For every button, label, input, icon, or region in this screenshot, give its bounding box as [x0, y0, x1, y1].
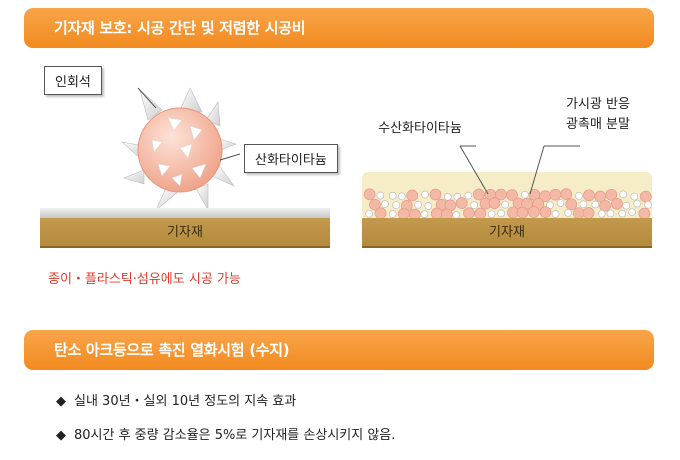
applicable-materials-note: 종이・플라스틱·섬유에도 시공 가능: [48, 272, 241, 287]
result-bullet: ◆ 실내 30년・실외 10년 정도의 지속 효과: [56, 390, 296, 409]
photocatalyst-particle: [605, 188, 618, 201]
titanium-hydroxide-particle: [556, 199, 565, 207]
section-banner-coating: 기자재 보호: 시공 간단 및 저렴한 시공비: [24, 8, 654, 48]
titanium-hydroxide-particle: [520, 190, 529, 199]
titanium-hydroxide-particle: [424, 202, 433, 210]
photocatalyst-particle: [516, 206, 529, 219]
titanium-hydroxide-particle: [497, 209, 505, 218]
titanium-hydroxide-particle: [644, 200, 652, 209]
titanium-hydroxide-particle: [414, 200, 422, 209]
surface-layer: [40, 208, 330, 218]
photocatalyst-particle: [611, 197, 623, 210]
callout-apatite: 인회석: [44, 66, 102, 95]
photocatalyst-particle: [560, 188, 573, 200]
titanium-hydroxide-particle: [575, 192, 583, 200]
titanium-hydroxide-particle: [398, 192, 406, 201]
photocatalyst-particle: [363, 188, 376, 201]
titanium-hydroxide-particle: [443, 193, 452, 201]
titanium-hydroxide-particle: [501, 200, 509, 209]
coating-diagram-layer: 수산화타이타늄 가시광 반응 광촉매 분말 기자재: [360, 60, 654, 260]
titanium-hydroxide-particle: [597, 209, 606, 218]
titanium-hydroxide-particle: [618, 209, 627, 218]
titanium-hydroxide-particle: [376, 191, 385, 200]
section-banner-test: 탄소 아크등으로 촉진 열화시험 (수지): [24, 330, 654, 370]
titanium-hydroxide-particle: [564, 209, 573, 217]
photocatalyst-particle: [369, 198, 381, 211]
callout-titanium-oxide: 산화타이타늄: [244, 144, 338, 173]
titanium-hydroxide-particle: [464, 191, 473, 200]
titanium-hydroxide-particle: [633, 199, 642, 208]
photocatalyst-particle: [582, 207, 595, 219]
photocatalyst-particle: [506, 189, 518, 201]
leader-line: [219, 153, 241, 161]
titanium-hydroxide-particle: [381, 200, 389, 208]
leader-line: [137, 87, 157, 109]
surface-flakes: [151, 117, 207, 187]
particle-illustration: [121, 87, 241, 211]
substrate-right: 기자재: [362, 218, 652, 248]
titanium-hydroxide-particle: [470, 201, 478, 209]
titanium-hydroxide-particle: [591, 200, 600, 209]
label-photocatalyst-line1: 가시광 반응: [566, 97, 630, 112]
titanium-hydroxide-particle: [579, 200, 588, 209]
result-bullet: ◆ 80시간 후 중량 감소율은 5%로 기자재를 손상시키지 않음.: [56, 424, 395, 443]
titanium-hydroxide-particle: [388, 210, 397, 218]
titanium-hydroxide-particle: [622, 201, 631, 210]
leader-line: [529, 145, 545, 195]
titanium-hydroxide-particle: [392, 201, 401, 209]
photocatalyst-particle: [429, 188, 442, 201]
photocatalyst-particle: [539, 206, 552, 218]
photocatalyst-particle: [599, 199, 611, 212]
titanium-hydroxide-particle: [619, 190, 628, 199]
titanium-hydroxide-particle: [606, 209, 615, 218]
diamond-bullet-icon: ◆: [56, 394, 66, 409]
titanium-hydroxide-particle: [421, 190, 429, 199]
photocatalyst-particle: [565, 198, 578, 211]
photocatalyst-particle: [455, 197, 468, 209]
diamond-bullet-icon: ◆: [56, 428, 66, 443]
particle-layer-illustration: [362, 145, 652, 221]
spike: [123, 169, 145, 185]
coating-diagram-particle: 인회석 산화타이타늄 기자재: [40, 60, 338, 260]
titanium-hydroxide-particle: [365, 209, 373, 218]
titanium-hydroxide-particle: [487, 210, 496, 219]
section-title: 탄소 아크등으로 촉진 열화시험 (수지): [54, 341, 290, 359]
section-title: 기자재 보호: 시공 간단 및 저렴한 시공비: [54, 19, 306, 37]
photocatalyst-particle: [549, 188, 562, 201]
photocatalyst-particle: [472, 188, 485, 201]
photocatalyst-particle: [406, 189, 419, 202]
titanium-hydroxide-particle: [630, 192, 639, 201]
bullet-text: 80시간 후 중량 감소율은 5%로 기자재를 손상시키지 않음.: [74, 428, 396, 443]
label-photocatalyst-line2: 광촉매 분말: [566, 117, 630, 132]
bullet-text: 실내 30년・실외 10년 정도의 지속 효과: [74, 394, 297, 409]
titanium-hydroxide-particle: [551, 210, 560, 218]
photocatalyst-particle: [639, 190, 652, 203]
leader-line: [459, 145, 489, 195]
label-titanium-hydroxide: 수산화타이타늄: [378, 121, 462, 136]
titanium-hydroxide-particle: [388, 191, 397, 200]
photocatalyst-particle: [488, 197, 501, 209]
photocatalyst-particle: [528, 206, 540, 218]
titanium-hydroxide-particle: [628, 208, 636, 217]
substrate-left: 기자재: [40, 218, 330, 248]
spike: [139, 89, 163, 121]
photocatalyst-particle: [583, 189, 595, 202]
titanium-hydroxide-particle: [420, 210, 429, 218]
